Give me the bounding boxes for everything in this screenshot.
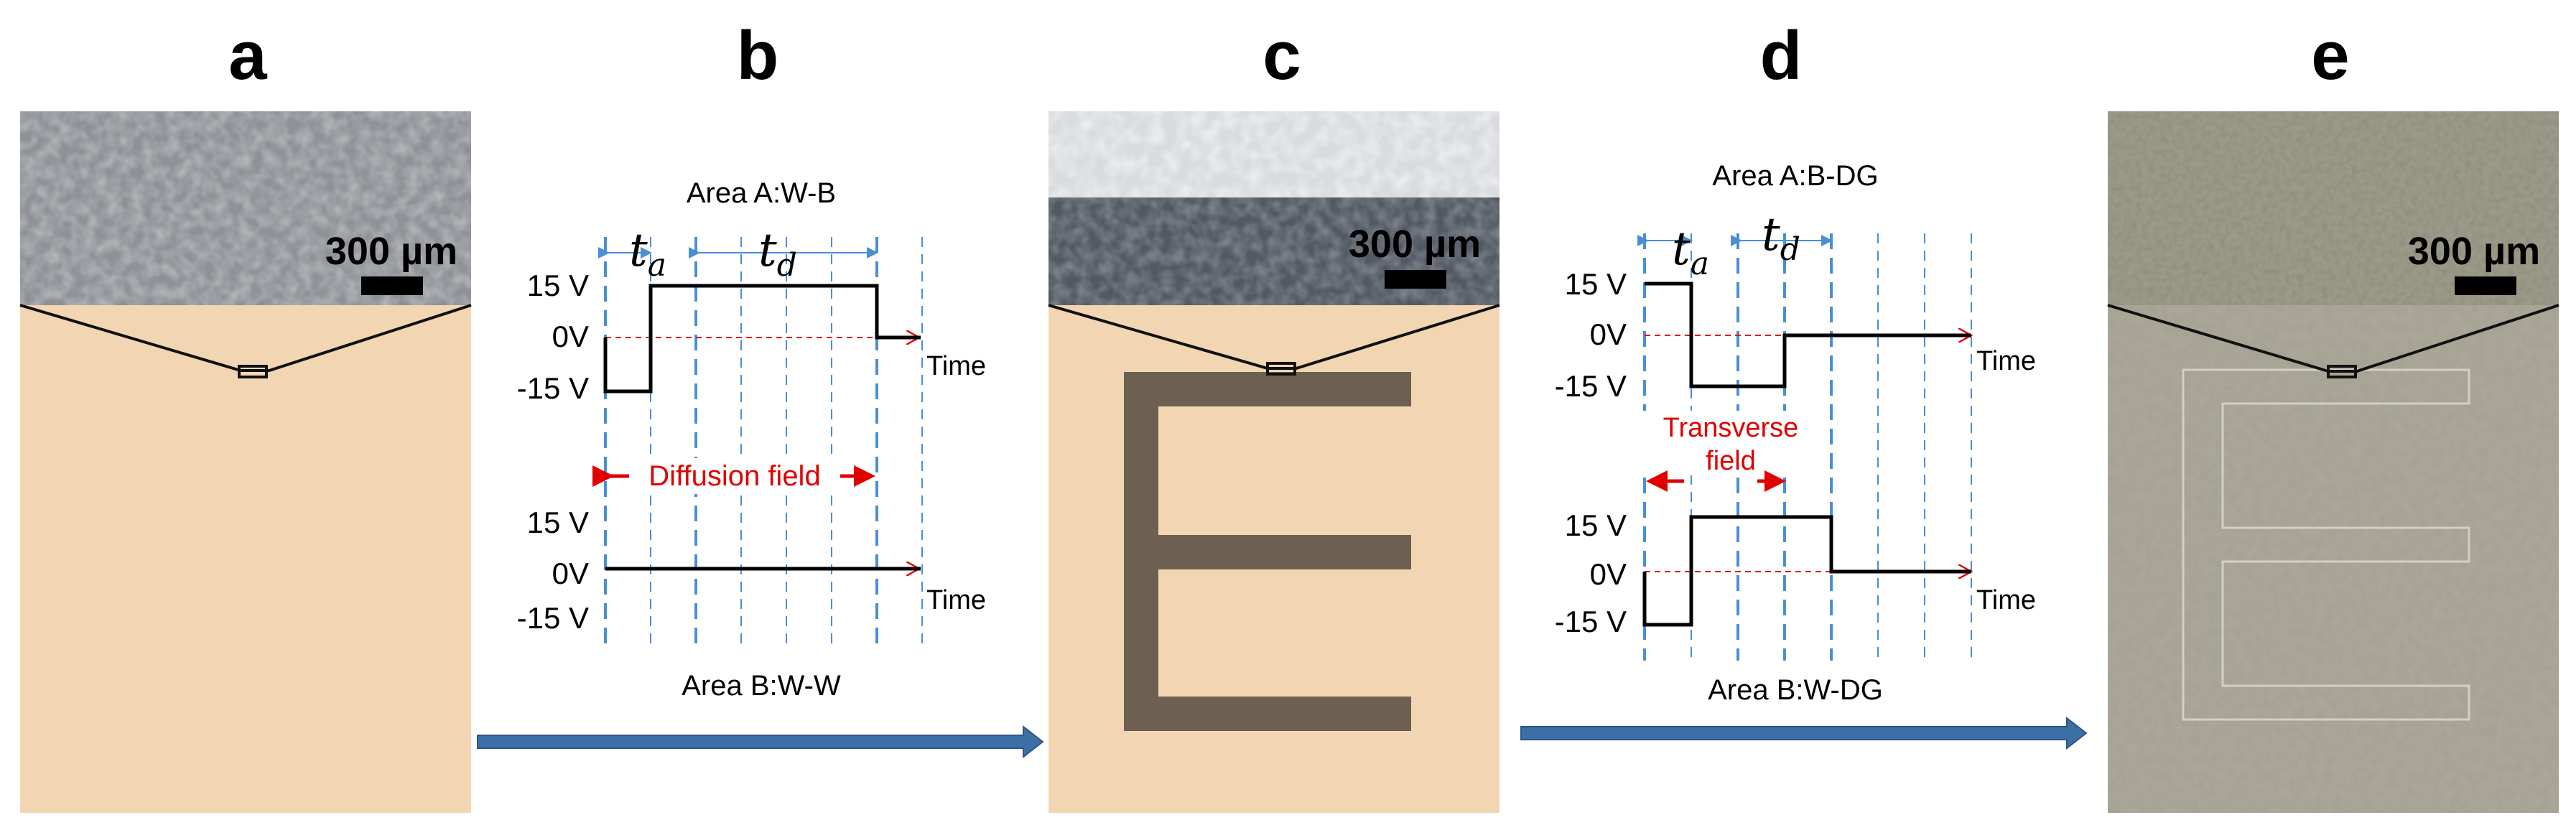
scale-label-c: 300 µm	[1349, 223, 1481, 266]
volt-label: 15 V	[527, 269, 589, 302]
micrograph-texture-e	[2108, 111, 2559, 305]
time-label: Time	[1976, 346, 2036, 376]
panel-e: 300 µm	[2107, 111, 2559, 813]
panel-c: 300 µm	[1048, 111, 1500, 813]
diffusion-field-bg	[629, 458, 840, 494]
diffusion-field-label: Diffusion field	[648, 460, 820, 492]
panel-b: Area A:W-B ta td 15 V 0V -15 V Time Diff…	[517, 177, 986, 702]
scale-bar-c	[1385, 270, 1446, 289]
label-area-a-b-dg: Area A:B-DG	[1712, 160, 1878, 192]
sample-texture-e	[2108, 305, 2559, 813]
transverse-field-bg	[1641, 411, 1819, 475]
zoom-lines-e	[2107, 304, 2559, 373]
process-arrow-2	[1520, 716, 2088, 750]
volt-label: 15 V	[1565, 267, 1627, 301]
scale-label-e: 300 µm	[2408, 230, 2540, 273]
micrograph-texture-a	[20, 111, 471, 305]
micrograph-texture-c-top	[1048, 111, 1499, 197]
panel-letter-c: c	[1263, 17, 1301, 94]
pattern-letter-e-dark	[1124, 372, 1411, 731]
panel-d: Area A:B-DG ta td 15 V 0V -15 V Time Tra…	[1555, 160, 2036, 706]
volt-label: -15 V	[1555, 605, 1627, 638]
ta-label-b: ta	[629, 224, 666, 284]
zoom-box-c	[1266, 362, 1296, 376]
scale-bar-e	[2455, 276, 2516, 295]
scale-bar-a	[361, 276, 423, 295]
label-area-b-w: Area B:W-W	[682, 670, 841, 702]
time-label: Time	[926, 351, 986, 381]
transverse-field-label-2: field	[1706, 446, 1756, 476]
zoom-lines-c	[1048, 304, 1500, 370]
panel-letter-b: b	[737, 17, 779, 94]
transverse-field-label: Transverse	[1663, 413, 1799, 443]
zoom-box-e	[2327, 365, 2357, 378]
panel-a: 300 µm	[19, 111, 472, 813]
volt-label: -15 V	[517, 601, 589, 635]
volt-label: 0V	[1590, 317, 1627, 351]
zoom-box-a	[238, 365, 268, 378]
ta-label-d: ta	[1672, 223, 1709, 282]
td-label-d: td	[1762, 208, 1800, 268]
waveform-area-b-w-dg	[1642, 515, 1971, 627]
panel-letter-a: a	[228, 17, 267, 94]
volt-label: 15 V	[1565, 508, 1627, 542]
volt-label: 0V	[552, 557, 589, 590]
panel-letter-e: e	[2311, 17, 2349, 94]
panel-letter-d: d	[1760, 17, 1803, 94]
scale-label-a: 300 µm	[325, 230, 457, 273]
zoom-lines-a	[19, 304, 472, 372]
process-arrow-1	[477, 725, 1044, 759]
volt-label: 0V	[552, 320, 589, 353]
pattern-letter-e-faint	[2182, 368, 2470, 721]
volt-label: -15 V	[517, 371, 589, 405]
label-area-b-w-dg: Area B:W-DG	[1708, 674, 1883, 706]
td-label-b: td	[758, 224, 797, 284]
time-label: Time	[926, 585, 986, 615]
time-label: Time	[1976, 585, 2036, 615]
volt-label: 15 V	[527, 506, 589, 539]
volt-label: 0V	[1590, 557, 1627, 591]
sample-photo-a	[20, 305, 471, 813]
label-area-a-b: Area A:W-B	[687, 177, 836, 209]
waveform-area-a-b-dg	[1645, 281, 1971, 388]
volt-label: -15 V	[1555, 369, 1627, 403]
waveform-area-a-b	[603, 284, 921, 394]
